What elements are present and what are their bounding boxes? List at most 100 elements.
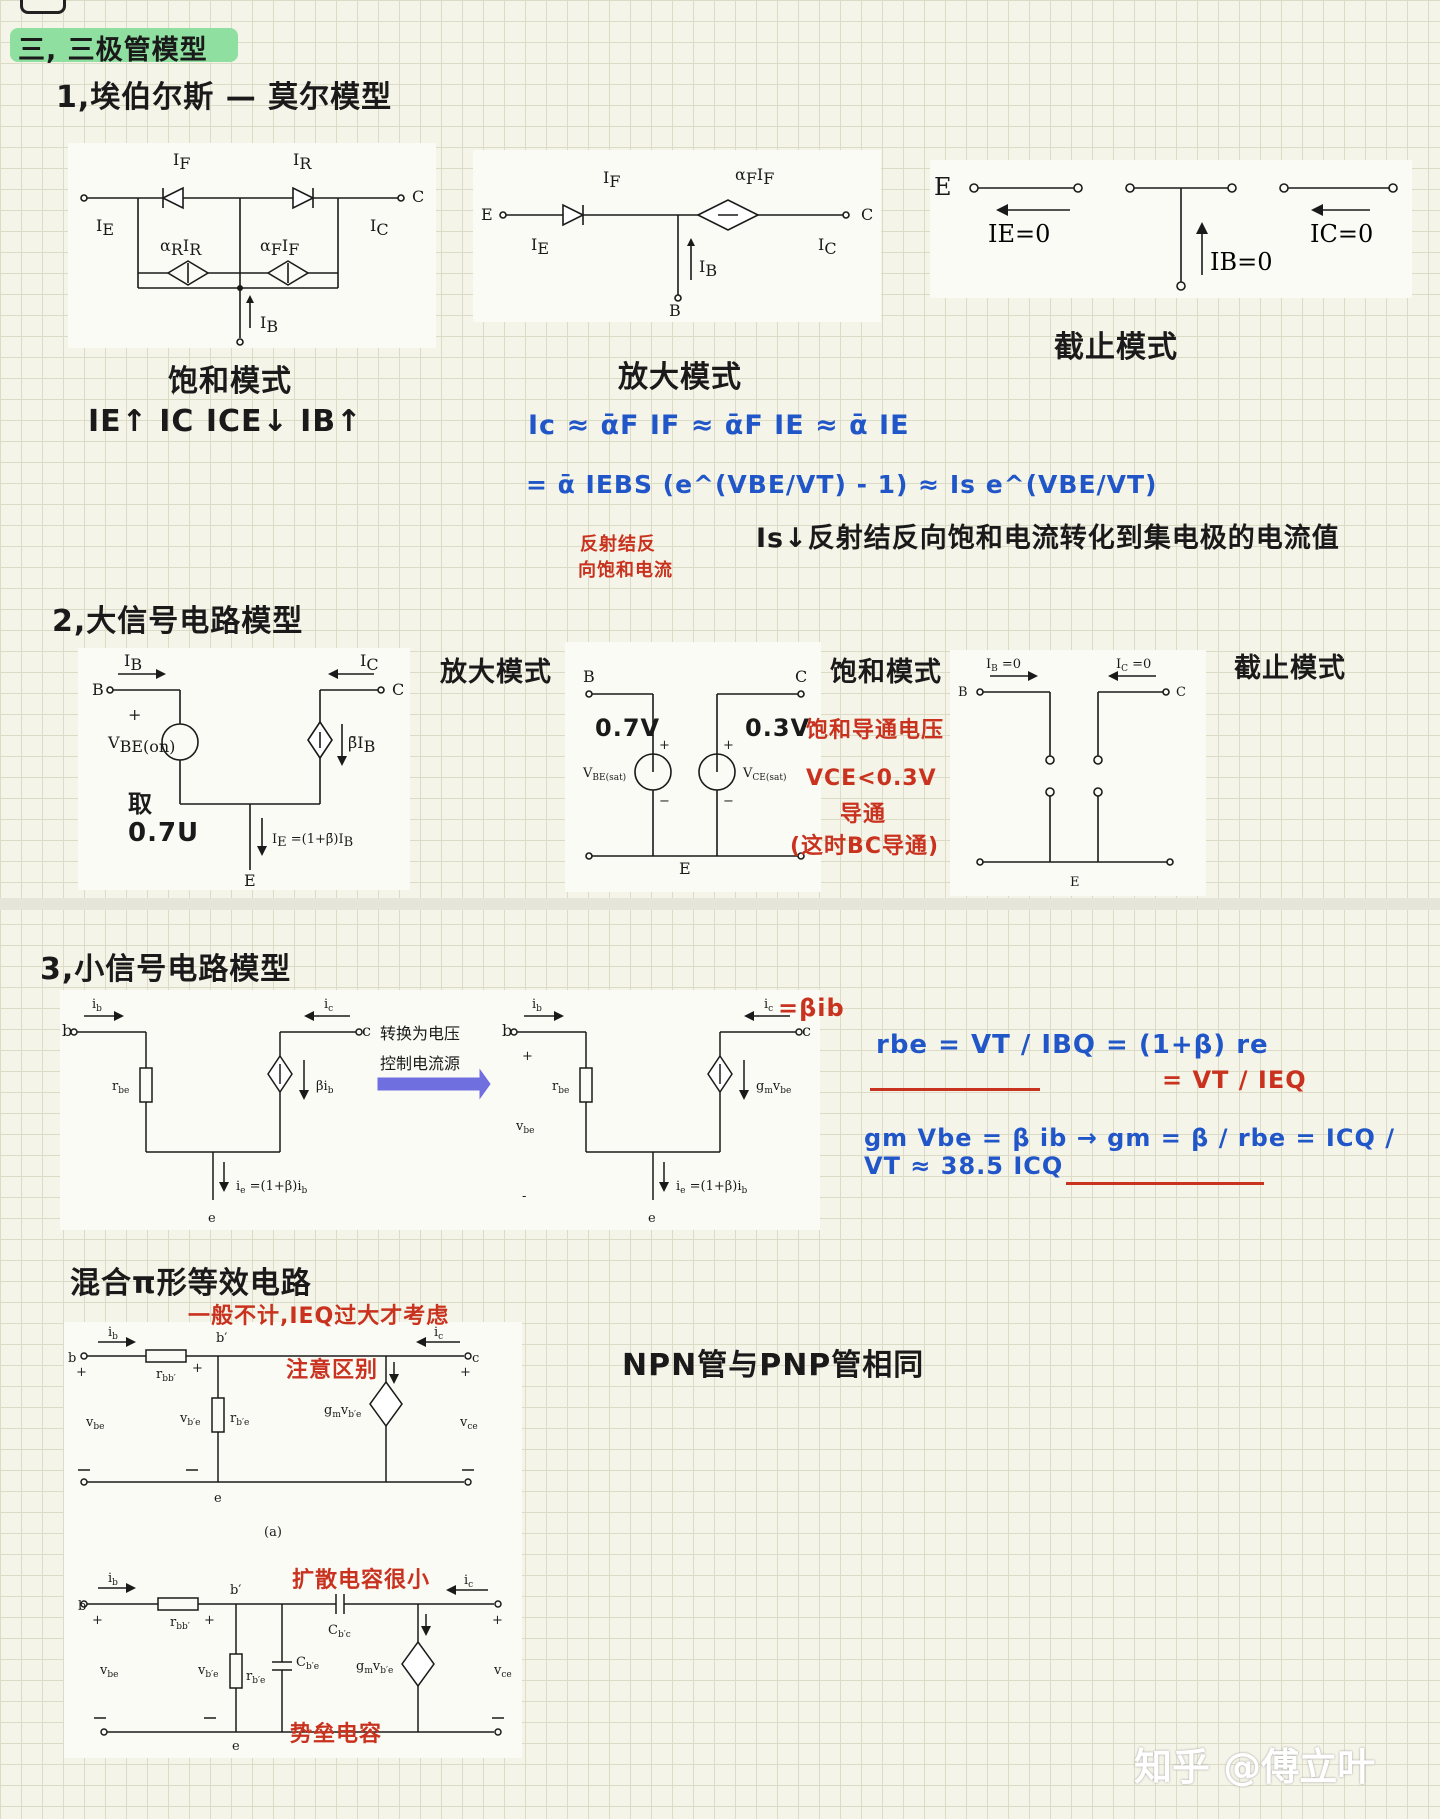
label-vbe-b: vbe — [99, 1663, 118, 1680]
label-cbe: Cb′e — [296, 1655, 319, 1672]
label-bprime-a: b′ — [216, 1331, 227, 1346]
hybrid-note-2: 注意区别 — [286, 1358, 379, 1383]
sat-red-note-3: 导通 — [840, 802, 887, 827]
large-cutoff-label: 截止模式 — [1234, 653, 1346, 684]
gm-underline — [1066, 1182, 1264, 1185]
sub2-title: 2,大信号电路模型 — [52, 604, 304, 639]
label-ic: IC — [360, 651, 379, 674]
label-ic-left: ic — [324, 997, 333, 1014]
label-ib-right: ib — [532, 997, 542, 1014]
label-b: B — [958, 685, 968, 700]
section-title-highlight — [10, 28, 238, 62]
label-vcesat: VCE(sat) — [742, 766, 786, 783]
label-arir: αRIR — [160, 236, 202, 259]
label-ie: IE — [531, 235, 549, 258]
label-c: C — [412, 187, 424, 206]
label-vbesat: VBE(sat) — [582, 766, 626, 783]
label-c-left: c — [362, 1021, 371, 1040]
label-ie-left: ie =(1+β)ib — [236, 1179, 308, 1196]
label-e: E — [244, 871, 256, 890]
label-afif: αFIF — [260, 236, 299, 259]
label-gm-a: gmvb′e — [324, 1403, 361, 1420]
active-mode-diagram: E C IF αFIF IE IC IB B — [473, 150, 881, 322]
saturation-label: 饱和模式 — [168, 364, 292, 399]
active-formula-1: Ic ≈ ᾱF IF ≈ ᾱF IE ≈ ᾱ IE — [528, 410, 910, 441]
label-bib-left: βib — [316, 1079, 334, 1096]
label-vce-b: vce — [493, 1663, 512, 1680]
label-ic: IC — [370, 216, 389, 239]
label-rbe-prime-a: rb′e — [230, 1411, 249, 1428]
label-plus-a-right: + — [460, 1365, 471, 1380]
label-vbe-prime-a: vb′e — [179, 1411, 201, 1428]
label-plus-b-left: + — [92, 1613, 103, 1628]
label-b-right: b — [502, 1021, 512, 1040]
label-gmvbe: gmvbe — [756, 1079, 791, 1096]
label-plus-2: + — [723, 738, 734, 753]
label-ib-a: ib — [108, 1325, 118, 1342]
label-c-a: c — [472, 1351, 479, 1366]
label-e: E — [934, 173, 952, 201]
label-c-right: c — [802, 1021, 811, 1040]
label-ib: IB — [699, 257, 717, 280]
label-b: B — [669, 301, 681, 320]
active-label: 放大模式 — [618, 360, 742, 395]
convert-line-1: 转换为电压 — [380, 1024, 461, 1043]
label-b-a: b — [68, 1351, 76, 1366]
label-c: C — [861, 205, 873, 224]
label-afif: αFIF — [735, 165, 774, 188]
label-minus-right: - — [522, 1189, 526, 1204]
sat-red-note-2: VCE<0.3V — [806, 766, 937, 791]
active-red-note-2: 向饱和电流 — [578, 560, 673, 581]
label-plus-b-mid: + — [204, 1613, 215, 1628]
label-rbe-prime-b: rb′e — [246, 1669, 265, 1686]
hybrid-title: 混合π形等效电路 — [70, 1266, 312, 1301]
sub3-title: 3,小信号电路模型 — [40, 952, 292, 987]
label-minus-1: − — [659, 794, 670, 809]
label-ir: IR — [293, 150, 312, 173]
label-e: E — [679, 859, 691, 878]
label-plus-a-left: + — [76, 1365, 87, 1380]
hybrid-note-4: 势垒电容 — [290, 1722, 383, 1747]
label-vbe-prime-b: vb′e — [197, 1663, 219, 1680]
label-e-a: e — [214, 1491, 222, 1506]
large-signal-active-diagram: B C IB IC + VBE(on) β̄IB IE =(1+β̄)IB E … — [78, 648, 410, 890]
label-c: C — [392, 680, 404, 699]
watermark: 知乎 @傅立叶 — [1134, 1745, 1376, 1789]
label-rbe-right: rbe — [552, 1079, 569, 1096]
small-signal-diagram: b c ib ic rbe βib ie =(1+β)ib e b c ib i… — [60, 990, 820, 1230]
label-if: IF — [173, 150, 190, 173]
convert-line-2: 控制电流源 — [380, 1054, 461, 1073]
label-vbe-right: vbe — [515, 1119, 534, 1136]
label-ib-zero: IB =0 — [986, 657, 1021, 674]
label-vce-a: vce — [459, 1415, 478, 1432]
section-divider — [0, 898, 1440, 910]
label-b-left: b — [62, 1021, 72, 1040]
large-signal-cutoff-diagram: B C IB =0 IC =0 E — [950, 650, 1206, 896]
label-ic-right: ic — [764, 997, 773, 1014]
is-note: Is↓反射结反向饱和电流转化到集电极的电流值 — [756, 523, 1340, 554]
rbe-underline — [870, 1088, 1040, 1091]
label-plus-1: + — [659, 738, 670, 753]
label-ic: IC — [818, 235, 837, 258]
label-ic-b: ic — [464, 1573, 473, 1590]
sub1-title: 1,埃伯尔斯 — 莫尔模型 — [56, 80, 393, 115]
cutoff-ie: IE=0 — [988, 220, 1051, 248]
hybrid-pi-diagram: b c ib ic b′ rbb′ + + + vbe vb′e rb′e gm… — [64, 1322, 522, 1758]
label-ie: IE =(1+β̄)IB — [272, 832, 353, 850]
label-ie: IE — [96, 216, 114, 239]
large-active-label: 放大模式 — [440, 657, 552, 688]
cutoff-label: 截止模式 — [1054, 330, 1178, 365]
label-rbb-a: rbb′ — [156, 1367, 176, 1384]
label-e-b: e — [232, 1739, 240, 1754]
label-e: E — [481, 205, 493, 224]
label-minus-2: − — [723, 794, 734, 809]
large-saturation-label: 饱和模式 — [830, 657, 942, 688]
label-gm-b: gmvb′e — [356, 1659, 393, 1676]
label-ie-right: ie =(1+β)ib — [676, 1179, 748, 1196]
ebers-moll-full-diagram: IF IR C IE IC αRIR αFIF IB — [68, 143, 436, 348]
label-ic-zero: IC =0 — [1116, 657, 1151, 674]
label-plus-b-right: + — [492, 1613, 503, 1628]
label-rbb-b: rbb′ — [170, 1615, 190, 1632]
label-b-b: b — [78, 1599, 86, 1614]
label-cbc: Cb′c — [328, 1623, 351, 1640]
